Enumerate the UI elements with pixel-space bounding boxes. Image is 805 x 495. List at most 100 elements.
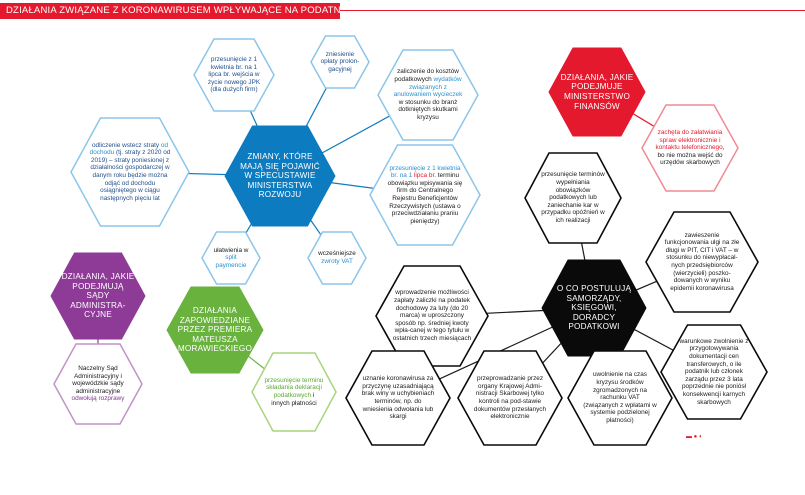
header-bar: [0, 3, 340, 19]
node-vat0: wcześniejsze zwroty VAT: [316, 236, 358, 281]
label-segment: split paymencie: [215, 254, 247, 269]
node-label: O CO POSTULUJĄ SAMORZĄDY, KSIĘGOWI, DORA…: [553, 284, 634, 332]
hexagon-kas: [457, 350, 563, 446]
node-nsa: Naczelny Sąd Administracyjny i wojewódzk…: [66, 350, 129, 419]
node-koszty: zaliczenie do kosztów podatkowych wydatk…: [392, 56, 464, 133]
node-ulgi: zawieszenie funkcjonowania ulgi na złe d…: [662, 219, 743, 305]
label-segment: w stosunku do branż dotkniętych skutkami…: [398, 98, 458, 121]
hexagon-warunkowe: [660, 324, 768, 420]
label-segment: przesunięcie terminu składania deklaracj…: [264, 376, 324, 399]
hexagon-koszty: [377, 49, 479, 141]
node-label: uwolnienie na czas kryzysu środków zgrom…: [583, 371, 658, 424]
node-label: przesunięcie z 1 kwietnia br. na 1 lipca…: [205, 56, 263, 94]
label-segment: terminu obowiązku wpisywania się firm do…: [387, 172, 463, 225]
hexagon-zacheta: [641, 104, 739, 192]
hexagon-sady: [50, 252, 146, 340]
node-label: warunkowe zwolnienie z przygotowywania d…: [676, 338, 752, 406]
node-label: zawieszenie funkcjonowania ulgi na złe d…: [662, 232, 743, 293]
label-segment: uznanie koronawirusa za przyczynę uzasad…: [361, 375, 435, 421]
node-finansow: DZIAŁANIA, JAKIE PODEJMUJE MINISTERSTWO …: [560, 54, 635, 130]
hexagon-crbr: [369, 144, 481, 246]
node-label: zaliczenie do kosztów podatkowych wydatk…: [392, 68, 464, 121]
label-segment: zaliczenie do kosztów podatkowych: [394, 68, 459, 83]
label-segment: przesunięcie terminów wypełniania obowią…: [541, 171, 605, 224]
label-segment: warunkowe zwolnienie z przygotowywania d…: [679, 337, 749, 406]
hexagon-ulgi: [645, 211, 759, 313]
node-zacheta: zachęta do załatwiania spraw elektronicz…: [655, 111, 725, 185]
hexagon-samorzady: [541, 259, 647, 357]
label-segment: O CO POSTULUJĄ SAMORZĄDY, KSIĘGOWI, DORA…: [556, 284, 632, 332]
label-segment: ułatwienia w: [213, 246, 249, 254]
hexagon-jpk: [193, 38, 275, 112]
hexagon-nsa: [53, 343, 143, 425]
hexagon-deklaracje: [251, 352, 337, 432]
hexagon-prolongacyjnej: [310, 35, 370, 89]
publisher-logo: ▬ ● ◐: [686, 434, 703, 440]
node-uznanie: uznanie koronawirusa za przyczynę uzasad…: [361, 358, 436, 439]
node-srodkow: uwolnienie na czas kryzysu środków zgrom…: [583, 358, 658, 439]
label-segment: ZMIANY, KTÓRE MAJĄ SIĘ POJAWIĆ W SPECUST…: [240, 152, 320, 200]
node-warunkowe: warunkowe zwolnienie z przygotowywania d…: [676, 332, 752, 413]
header: DZIAŁANIA ZWIĄZANE Z KORONAWIRUSEM WPŁYW…: [0, 0, 805, 20]
node-label: DZIAŁANIA ZAPOWIEDZIANE PRZEZ PREMIERA M…: [178, 306, 253, 354]
node-label: DZIAŁANIA, JAKIE PODEJMUJE MINISTERSTWO …: [560, 73, 635, 111]
node-deklaracje: przesunięcie terminu składania deklaracj…: [264, 358, 324, 425]
label-segment: Naczelny Sąd Administracyjny i wojewódzk…: [72, 365, 124, 395]
label-segment: odwołują rozprawy: [71, 395, 125, 403]
node-split: ułatwienia w split paymencie: [210, 236, 252, 281]
node-label: uznanie koronawirusa za przyczynę uzasad…: [361, 375, 436, 421]
page-title: DZIAŁANIA ZWIĄZANE Z KORONAWIRUSEM WPŁYW…: [6, 5, 367, 16]
label-segment: zachęta do załatwiania spraw: [657, 129, 723, 144]
hexagon-ichrealizacji: [524, 152, 622, 244]
node-kas: przeprowadzanie przez organy Krajowej Ad…: [473, 358, 548, 439]
node-premier: DZIAŁANIA ZAPOWIEDZIANE PRZEZ PREMIERA M…: [178, 293, 253, 367]
label-segment: wprowadzenie możliwości zapłaty zaliczki…: [392, 289, 472, 342]
node-label: wprowadzenie możliwości zapłaty zaliczki…: [392, 289, 473, 342]
hexagon-odliczenie: [70, 117, 190, 227]
hexagon-premier: [166, 286, 264, 374]
hexagon-srodkow: [567, 350, 673, 446]
label-segment: przesunięcie z 1 kwietnia br. na 1: [389, 164, 461, 180]
label-segment: i innych płatności: [271, 391, 317, 407]
node-label: Naczelny Sąd Administracyjny i wojewódzk…: [66, 365, 129, 403]
node-label: odliczenie wstecz straty od dochodu (tj.…: [88, 142, 173, 203]
label-segment: zawieszenie funkcjonowania ulgi na złe d…: [664, 231, 740, 292]
node-label: zniesienie opłaty prolon-gacyjnej: [319, 51, 361, 74]
node-jpk: przesunięcie z 1 kwietnia br. na 1 lipca…: [205, 44, 263, 106]
label-segment: wcześniejsze: [318, 250, 356, 258]
label-segment: zwroty VAT: [321, 257, 353, 265]
node-zmiany: ZMIANY, KTÓRE MAJĄ SIĘ POJAWIĆ W SPECUST…: [237, 133, 323, 219]
node-label: ułatwienia w split paymencie: [210, 247, 252, 270]
node-label: przesunięcie terminu składania deklaracj…: [264, 377, 324, 407]
header-rule: [340, 10, 805, 11]
node-ichrealizacji: przesunięcie terminów wypełniania obowią…: [538, 159, 607, 236]
node-odliczenie: odliczenie wstecz straty od dochodu (tj.…: [88, 126, 173, 219]
label-segment: przeprowadzanie przez organy Krajowej Ad…: [473, 375, 547, 421]
label-segment: (tj. straty z 2020 od 2019) – straty pon…: [90, 149, 171, 202]
label-segment: elektronicznie i kontaktu telefonicznego: [655, 136, 723, 152]
label-segment: lipca br.: [413, 172, 436, 180]
label-segment: , bo nie można wejść do urzędów skarbowy…: [657, 144, 725, 167]
node-sady: DZIAŁANIA, JAKIE PODEJMUJĄ SĄDY ADMINIST…: [61, 259, 135, 333]
node-prolongacyjnej: zniesienie opłaty prolon-gacyjnej: [319, 40, 361, 85]
node-samorzady: O CO POSTULUJĄ SAMORZĄDY, KSIĘGOWI, DORA…: [553, 267, 634, 350]
node-label: DZIAŁANIA, JAKIE PODEJMUJĄ SĄDY ADMINIST…: [61, 272, 135, 320]
label-segment: DZIAŁANIA ZAPOWIEDZIANE PRZEZ PREMIERA M…: [177, 306, 253, 354]
label-segment: przesunięcie z 1 kwietnia br. na 1 lipca…: [207, 56, 261, 94]
hexagon-finansow: [548, 47, 646, 137]
node-label: przesunięcie terminów wypełniania obowią…: [538, 171, 607, 224]
node-zaliczki: wprowadzenie możliwości zapłaty zaliczki…: [392, 273, 473, 359]
node-label: zachęta do załatwiania spraw elektronicz…: [655, 129, 725, 167]
label-segment: odliczenie wstecz straty: [91, 141, 161, 149]
label-segment: wydatków związanych z anulowaniem wyciec…: [393, 76, 463, 99]
label-segment: uwolnienie na czas kryzysu środków zgrom…: [583, 371, 657, 424]
node-label: ZMIANY, KTÓRE MAJĄ SIĘ POJAWIĆ W SPECUST…: [237, 152, 323, 200]
node-label: wcześniejsze zwroty VAT: [316, 250, 358, 265]
label-segment: DZIAŁANIA, JAKIE PODEJMUJĄ SĄDY ADMINIST…: [61, 272, 135, 320]
node-label: przeprowadzanie przez organy Krajowej Ad…: [473, 375, 548, 421]
node-crbr: przesunięcie z 1 kwietnia br. na 1 lipca…: [385, 152, 464, 238]
node-label: przesunięcie z 1 kwietnia br. na 1 lipca…: [385, 165, 464, 226]
hexagon-split: [201, 231, 261, 285]
hexagon-uznanie: [345, 350, 451, 446]
